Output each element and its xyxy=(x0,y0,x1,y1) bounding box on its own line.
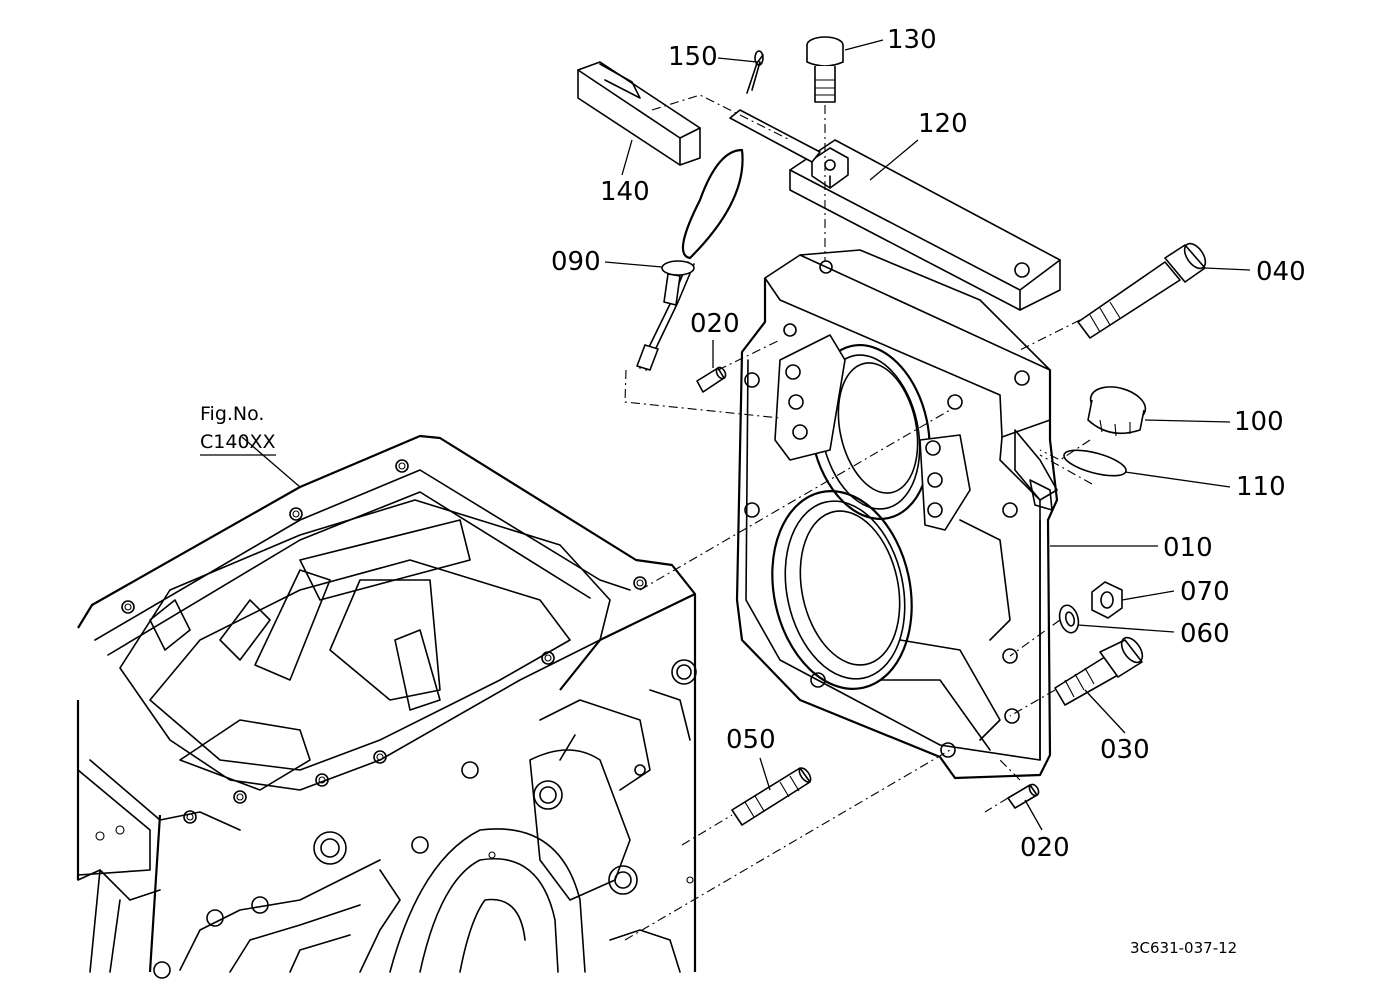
part-label-060: 060 xyxy=(1180,619,1230,649)
part-label-050: 050 xyxy=(726,725,776,755)
part-label-130: 130 xyxy=(887,25,937,55)
washer-060-drawing xyxy=(1058,604,1080,634)
part-label-010: 010 xyxy=(1163,533,1213,563)
plate-120-drawing xyxy=(789,139,1061,311)
case-cover-010-drawing xyxy=(735,249,1059,780)
part-label-140: 140 xyxy=(600,177,650,207)
part-label-110: 110 xyxy=(1236,472,1286,502)
pin-020-top-drawing xyxy=(696,366,727,393)
stopper-140-drawing xyxy=(577,61,701,166)
o-ring-110-drawing xyxy=(1063,449,1127,477)
figure-reference-line2: C140XX xyxy=(200,431,276,453)
dipstick-090-drawing xyxy=(636,148,744,371)
bolt-130-drawing xyxy=(806,36,844,103)
part-label-040: 040 xyxy=(1256,257,1306,287)
bolt-040-drawing xyxy=(1077,242,1207,339)
part-label-030: 030 xyxy=(1100,735,1150,765)
assembly-centerlines xyxy=(624,94,1093,941)
figure-reference-line1: Fig.No. xyxy=(200,403,264,425)
part-label-120: 120 xyxy=(918,109,968,139)
nut-070-drawing xyxy=(1091,581,1123,619)
drawing-code: 3C631-037-12 xyxy=(1130,939,1237,957)
part-label-100: 100 xyxy=(1234,407,1284,437)
part-label-090: 090 xyxy=(551,247,601,277)
leader-lines xyxy=(200,39,1251,831)
part-label-020-top: 020 xyxy=(690,309,740,339)
bolt-030-drawing xyxy=(1054,636,1144,706)
part-label-150: 150 xyxy=(668,42,718,72)
stud-050-drawing xyxy=(731,767,812,826)
part-label-070: 070 xyxy=(1180,577,1230,607)
plug-100-drawing xyxy=(1087,386,1147,437)
part-label-020-bottom: 020 xyxy=(1020,833,1070,863)
pin-020-bottom-drawing xyxy=(1007,783,1040,809)
transmission-case-drawing xyxy=(76,434,697,979)
pin-150-drawing xyxy=(729,50,821,163)
